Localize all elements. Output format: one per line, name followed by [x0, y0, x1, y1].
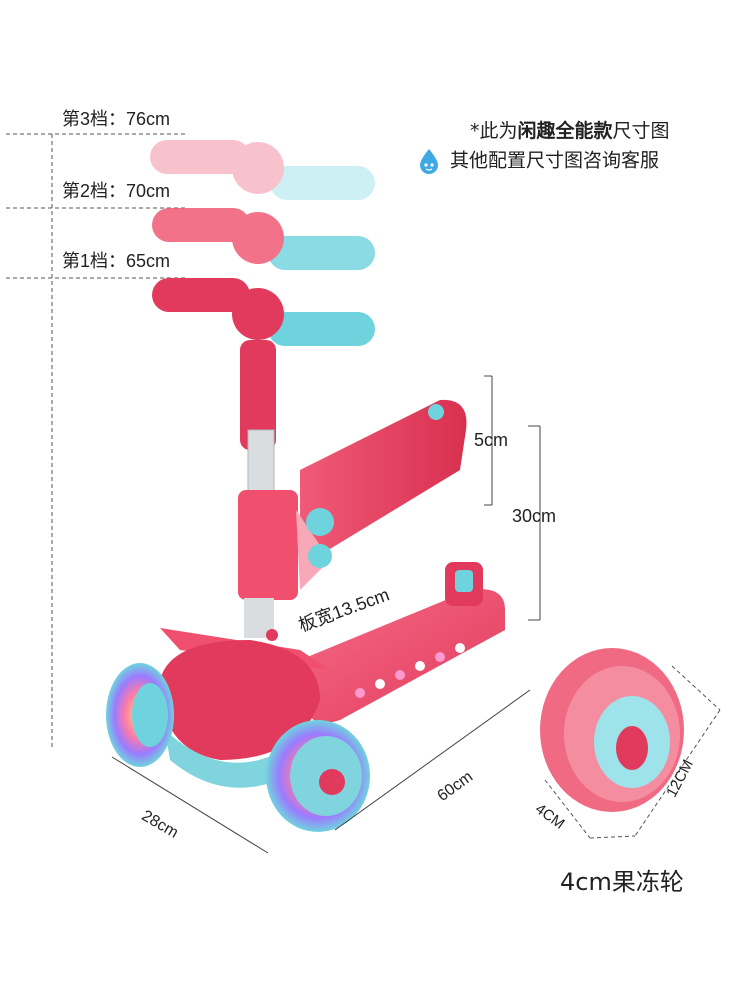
note-line-1: *此为闲趣全能款尺寸图	[470, 118, 670, 144]
wheel-dimension-lines	[544, 665, 721, 839]
deck-lights	[355, 643, 465, 698]
water-drop-icon	[420, 149, 438, 174]
front-wheel-left	[106, 663, 174, 767]
seat	[300, 399, 467, 555]
dimension-lines	[111, 375, 541, 854]
height-level-1: 第1档：65cm	[62, 251, 171, 271]
jelly-wheel	[540, 648, 684, 812]
seat-post	[238, 490, 298, 600]
deck	[300, 589, 505, 723]
front-body	[160, 640, 320, 760]
handlebar-level-1	[152, 278, 375, 346]
seat-to-deck-label: 30cm	[512, 506, 557, 526]
note-text: 其他配置尺寸图咨询客服	[450, 149, 660, 172]
stem-upper	[240, 340, 276, 450]
note-prefix: *此为	[470, 120, 518, 142]
front-wheel-right	[266, 720, 370, 832]
note-line-2: 其他配置尺寸图咨询客服	[414, 146, 659, 176]
handlebar-level-3	[150, 140, 375, 200]
seat-height-label: 5cm	[474, 430, 509, 450]
handlebar-level-2	[152, 208, 375, 270]
wheel-caption: 4cm果冻轮	[560, 868, 684, 896]
height-level-2: 第2档：70cm	[62, 181, 171, 201]
note-suffix: 尺寸图	[612, 120, 670, 142]
note-bold: 闲趣全能款	[517, 120, 613, 142]
height-level-3: 第3档：76cm	[62, 109, 171, 129]
height-guides	[6, 133, 185, 748]
